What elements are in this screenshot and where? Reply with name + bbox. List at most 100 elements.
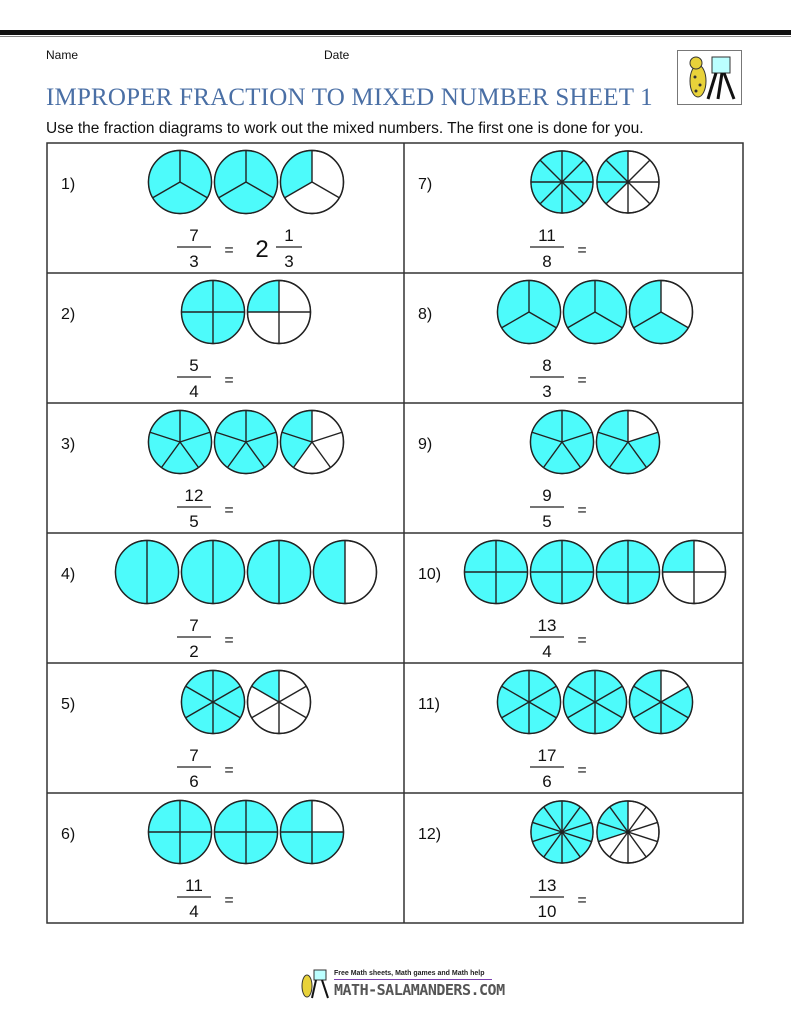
filled-slice bbox=[530, 432, 562, 468]
fraction-circle bbox=[180, 539, 246, 605]
equals-sign: = bbox=[577, 502, 586, 519]
filled-slice bbox=[562, 801, 581, 832]
problem-10 bbox=[463, 539, 727, 638]
filled-slice bbox=[147, 540, 179, 604]
filled-slice bbox=[280, 432, 312, 468]
denominator: 2 bbox=[189, 642, 198, 661]
fraction-circle bbox=[246, 669, 312, 735]
problem-12 bbox=[530, 800, 660, 898]
problem-3 bbox=[147, 409, 345, 508]
filled-slice bbox=[595, 686, 627, 718]
denominator: 5 bbox=[542, 512, 551, 531]
fraction-circle bbox=[114, 539, 180, 605]
numerator: 7 bbox=[189, 616, 198, 635]
numerator: 7 bbox=[189, 226, 198, 245]
problem-7 bbox=[530, 150, 660, 248]
filled-slice bbox=[562, 806, 592, 832]
filled-slice bbox=[529, 686, 561, 718]
top-border bbox=[0, 30, 791, 35]
filled-slice bbox=[247, 540, 279, 604]
equals-sign: = bbox=[577, 372, 586, 389]
problem-5 bbox=[177, 669, 312, 768]
filled-slice bbox=[543, 832, 562, 863]
numerator: 11 bbox=[538, 226, 556, 245]
fraction-circle bbox=[463, 539, 529, 605]
numerator: 5 bbox=[189, 356, 198, 375]
filled-slice bbox=[598, 806, 628, 832]
fraction-circle bbox=[595, 539, 661, 605]
filled-slice bbox=[543, 801, 562, 832]
filled-slice bbox=[662, 540, 694, 572]
problem-1 bbox=[147, 149, 345, 248]
filled-slice bbox=[597, 160, 628, 182]
salamander-logo bbox=[677, 50, 742, 105]
denominator: 8 bbox=[542, 252, 551, 271]
numerator: 8 bbox=[542, 356, 551, 375]
filled-slice bbox=[606, 151, 628, 182]
filled-slice bbox=[540, 151, 562, 182]
filled-slice bbox=[227, 442, 265, 474]
filled-slice bbox=[214, 432, 246, 468]
denominator: 10 bbox=[538, 902, 557, 921]
problem-number: 9) bbox=[418, 436, 432, 453]
filled-slice bbox=[246, 800, 278, 832]
equals-sign: = bbox=[577, 762, 586, 779]
filled-slice bbox=[213, 280, 245, 312]
denominator: 4 bbox=[189, 902, 198, 921]
filled-slice bbox=[562, 150, 584, 182]
filled-slice bbox=[247, 280, 279, 312]
filled-slice bbox=[313, 540, 345, 604]
footer-logo-icon bbox=[301, 969, 329, 999]
filled-slice bbox=[497, 686, 529, 718]
fraction-circle bbox=[180, 669, 246, 735]
fraction-circle bbox=[562, 279, 628, 345]
numerator: 11 bbox=[185, 876, 203, 895]
problem-number: 6) bbox=[61, 826, 75, 843]
filled-slice bbox=[531, 160, 562, 182]
fraction-circle bbox=[562, 669, 628, 735]
name-label: Name bbox=[46, 48, 79, 62]
filled-slice bbox=[597, 822, 628, 842]
filled-slice bbox=[562, 832, 592, 858]
numerator: 13 bbox=[538, 876, 557, 895]
denominator: 5 bbox=[189, 512, 198, 531]
fraction-circle bbox=[496, 669, 562, 735]
filled-slice bbox=[661, 686, 693, 718]
filled-slice bbox=[562, 540, 594, 572]
problem-number: 11) bbox=[418, 696, 440, 713]
problem-number: 4) bbox=[61, 566, 75, 583]
filled-slice bbox=[543, 442, 581, 474]
filled-slice bbox=[280, 800, 312, 832]
problem-8 bbox=[496, 279, 694, 378]
fraction-circle bbox=[213, 149, 279, 215]
filled-slice bbox=[562, 572, 594, 604]
equals-sign: = bbox=[577, 892, 586, 909]
problem-4 bbox=[114, 539, 378, 638]
filled-slice bbox=[148, 432, 180, 468]
footer-brand: MATH-SALAMANDERS.COM bbox=[334, 981, 505, 999]
filled-slice bbox=[530, 540, 562, 572]
page-title: IMPROPER FRACTION TO MIXED NUMBER SHEET … bbox=[46, 84, 653, 111]
filled-slice bbox=[214, 800, 246, 832]
fraction-circle bbox=[529, 409, 595, 475]
filled-slice bbox=[597, 182, 628, 204]
problem-9 bbox=[529, 409, 661, 508]
filled-slice bbox=[628, 540, 660, 572]
filled-slice bbox=[562, 822, 593, 842]
filled-slice bbox=[148, 832, 180, 864]
filled-slice bbox=[181, 312, 213, 344]
problem-number: 3) bbox=[61, 436, 75, 453]
filled-slice bbox=[532, 806, 562, 832]
problem-number: 7) bbox=[418, 176, 432, 193]
problem-2 bbox=[177, 279, 312, 378]
filled-slice bbox=[180, 832, 212, 864]
problem-number: 8) bbox=[418, 306, 432, 323]
filled-slice bbox=[280, 832, 312, 864]
fraction-circle bbox=[312, 539, 378, 605]
filled-slice bbox=[609, 801, 628, 832]
fraction-circle bbox=[279, 409, 345, 475]
problem-number: 1) bbox=[61, 176, 75, 193]
answer-denominator: 3 bbox=[284, 252, 293, 271]
equals-sign: = bbox=[577, 242, 586, 259]
